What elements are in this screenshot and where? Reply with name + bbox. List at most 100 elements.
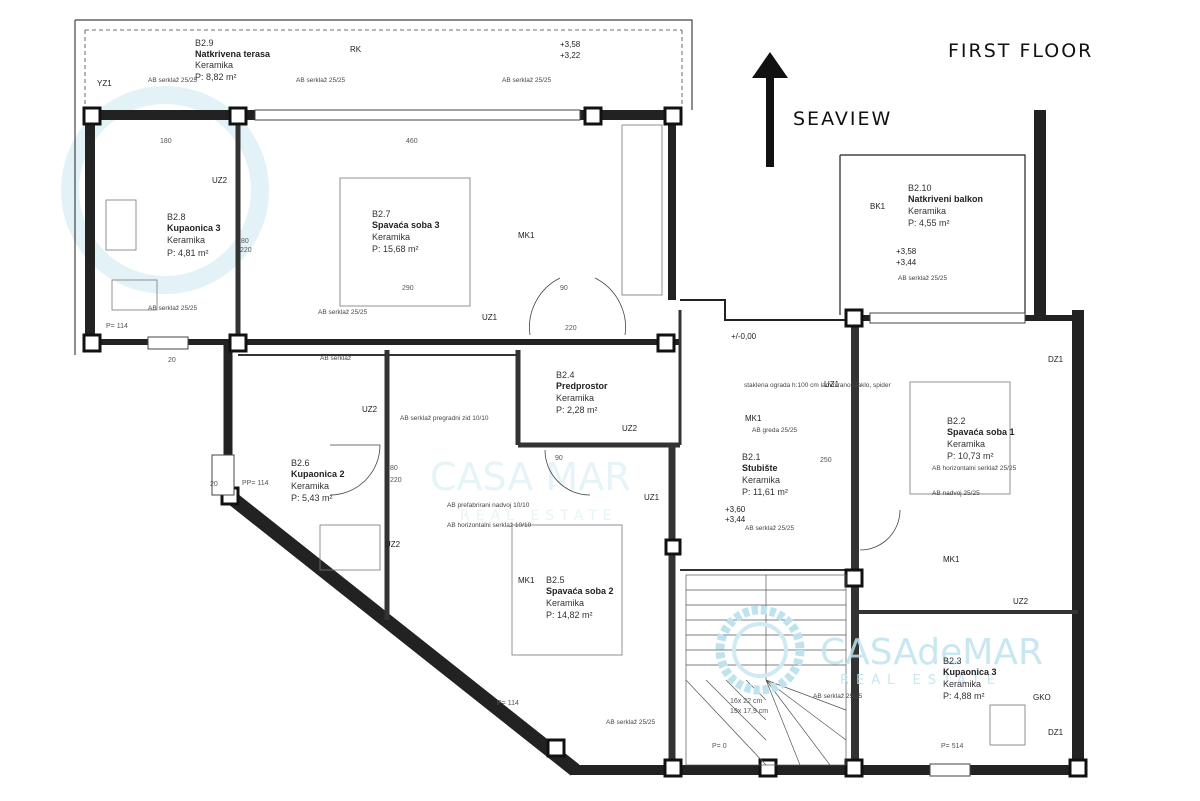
columns bbox=[82, 106, 1088, 778]
svg-text:P: 2,28 m²: P: 2,28 m² bbox=[556, 405, 598, 415]
svg-text:AB horizontalni serklaž 25/25: AB horizontalni serklaž 25/25 bbox=[932, 465, 1017, 472]
svg-text:Spavaća soba 3: Spavaća soba 3 bbox=[372, 220, 440, 230]
tag: YZ1 bbox=[97, 79, 112, 88]
tag: UZ2 bbox=[212, 176, 228, 185]
svg-text:PP= 114: PP= 114 bbox=[242, 480, 269, 487]
svg-text:Kupaonica 2: Kupaonica 2 bbox=[291, 469, 345, 479]
tag: MK1 bbox=[745, 414, 762, 423]
svg-text:20: 20 bbox=[210, 481, 218, 488]
svg-text:Spavaća soba 1: Spavaća soba 1 bbox=[947, 427, 1015, 437]
room-b2-6: B2.6 Kupaonica 2 Keramika P: 5,43 m² bbox=[291, 458, 345, 503]
windows bbox=[147, 109, 1026, 777]
tag: UZ1 bbox=[482, 313, 498, 322]
room-b2-8: B2.8 Kupaonica 3 Keramika P: 4,81 m² bbox=[167, 212, 221, 258]
svg-text:staklena ograda h:100 cm lamin: staklena ograda h:100 cm laminirano stak… bbox=[744, 382, 892, 389]
tag: UZ2 bbox=[622, 424, 638, 433]
svg-text:Keramika: Keramika bbox=[742, 475, 780, 485]
room-b2-9: B2.9 Natkrivena terasa Keramika P: 8,82 … bbox=[195, 38, 271, 82]
tag: BK1 bbox=[870, 202, 886, 211]
svg-text:Keramika: Keramika bbox=[167, 235, 205, 245]
svg-text:Natkriveni balkon: Natkriveni balkon bbox=[908, 194, 983, 204]
svg-text:P: 14,82 m²: P: 14,82 m² bbox=[546, 610, 593, 620]
svg-text:B2.2: B2.2 bbox=[947, 416, 966, 426]
svg-text:AB serklaž 25/25: AB serklaž 25/25 bbox=[148, 77, 198, 84]
svg-text:P: 15,68 m²: P: 15,68 m² bbox=[372, 244, 419, 254]
tag: DZ1 bbox=[1048, 728, 1064, 737]
svg-text:B2.5: B2.5 bbox=[546, 575, 565, 585]
room-b2-3: B2.3 Kupaonica 3 Keramika P: 4,88 m² bbox=[943, 656, 997, 701]
svg-text:Keramika: Keramika bbox=[195, 60, 233, 70]
svg-text:+3,58: +3,58 bbox=[896, 247, 917, 256]
svg-text:B2.7: B2.7 bbox=[372, 209, 391, 219]
svg-text:+/-0,00: +/-0,00 bbox=[731, 332, 757, 341]
tag: UZ2 bbox=[1013, 597, 1029, 606]
svg-text:B2.9: B2.9 bbox=[195, 38, 214, 48]
svg-text:+3,58: +3,58 bbox=[560, 40, 581, 49]
svg-text:+3,44: +3,44 bbox=[725, 515, 746, 524]
north-arrow-icon bbox=[752, 52, 788, 167]
svg-text:AB serklaž 25/25: AB serklaž 25/25 bbox=[898, 275, 948, 282]
svg-text:Natkrivena terasa: Natkrivena terasa bbox=[195, 49, 271, 59]
svg-text:AB serklaž 25/25: AB serklaž 25/25 bbox=[318, 309, 368, 316]
watermark-brand: CASAdeMAR bbox=[820, 632, 1043, 673]
room-b2-4: B2.4 Predprostor Keramika P: 2,28 m² bbox=[556, 370, 608, 415]
svg-text:Keramika: Keramika bbox=[556, 393, 594, 403]
svg-text:AB nadvoj 25/25: AB nadvoj 25/25 bbox=[932, 490, 980, 497]
svg-text:290: 290 bbox=[402, 285, 414, 292]
svg-text:P: 4,55 m²: P: 4,55 m² bbox=[908, 218, 950, 228]
svg-text:220: 220 bbox=[565, 325, 577, 332]
svg-text:+3,44: +3,44 bbox=[896, 258, 917, 267]
svg-text:+3,22: +3,22 bbox=[560, 51, 581, 60]
svg-text:20: 20 bbox=[168, 357, 176, 364]
svg-text:P: 8,82 m²: P: 8,82 m² bbox=[195, 72, 237, 82]
svg-text:AB prefabrirani nadvoj 10/10: AB prefabrirani nadvoj 10/10 bbox=[447, 502, 530, 509]
svg-text:19x 17,9 cm: 19x 17,9 cm bbox=[730, 708, 768, 715]
svg-text:+3,60: +3,60 bbox=[725, 505, 746, 514]
svg-text:80: 80 bbox=[241, 238, 249, 245]
svg-text:AB serklaž: AB serklaž bbox=[320, 355, 351, 362]
interior-walls bbox=[235, 115, 1078, 770]
tag: GKO bbox=[1033, 693, 1051, 702]
svg-text:P: 11,61 m²: P: 11,61 m² bbox=[742, 487, 788, 497]
svg-text:Keramika: Keramika bbox=[291, 481, 329, 491]
svg-text:B2.1: B2.1 bbox=[742, 452, 761, 462]
watermark-logo: CASAdeMAR REAL ESTATE bbox=[715, 605, 1043, 695]
svg-text:P= 514: P= 514 bbox=[941, 743, 963, 750]
tag: RK bbox=[350, 45, 362, 54]
svg-text:Keramika: Keramika bbox=[947, 439, 985, 449]
svg-text:180: 180 bbox=[160, 138, 172, 145]
svg-text:460: 460 bbox=[406, 138, 418, 145]
svg-text:P: 4,88 m²: P: 4,88 m² bbox=[943, 691, 985, 701]
element-tags: YZ1 RK UZ2 MK1 UZ1 BK1 UZ2 UZ1 DZ1 MK1 U… bbox=[97, 45, 1064, 737]
svg-text:P: 5,43 m²: P: 5,43 m² bbox=[291, 493, 333, 503]
svg-text:AB serklaž 25/25: AB serklaž 25/25 bbox=[606, 719, 656, 726]
svg-text:Keramika: Keramika bbox=[546, 598, 584, 608]
svg-text:90: 90 bbox=[555, 455, 563, 462]
room-b2-7: B2.7 Spavaća soba 3 Keramika P: 15,68 m² bbox=[372, 209, 440, 254]
room-b2-5: B2.5 Spavaća soba 2 Keramika P: 14,82 m² bbox=[546, 575, 614, 620]
room-b2-1: B2.1 Stubište Keramika P: 11,61 m² bbox=[742, 452, 788, 497]
page-title: FIRST FLOOR bbox=[948, 40, 1093, 62]
orientation-label: SEAVIEW bbox=[793, 108, 892, 130]
level-marks: +3,58 +3,22 +3,58 +3,44 +/-0,00 +3,60 +3… bbox=[560, 40, 917, 524]
annotation-notes: AB serklaž 25/25 AB serklaž 25/25 AB ser… bbox=[148, 77, 1017, 726]
room-b2-2: B2.2 Spavaća soba 1 Keramika P: 10,73 m² bbox=[947, 416, 1015, 461]
tag: MK1 bbox=[943, 555, 960, 564]
svg-text:P= 114: P= 114 bbox=[106, 323, 128, 330]
svg-text:Predprostor: Predprostor bbox=[556, 381, 608, 391]
watermark-tagline: REAL ESTATE bbox=[840, 673, 1002, 688]
tag: UZ1 bbox=[824, 380, 840, 389]
svg-text:250: 250 bbox=[820, 457, 832, 464]
watermark-faint-brand: CASA MAR bbox=[430, 455, 631, 499]
svg-text:AB horizontalni serklaž 10/10: AB horizontalni serklaž 10/10 bbox=[447, 522, 532, 529]
svg-text:Keramika: Keramika bbox=[372, 232, 410, 242]
svg-text:AB serklaž 25/25: AB serklaž 25/25 bbox=[502, 77, 552, 84]
svg-text:P= 0: P= 0 bbox=[712, 743, 727, 750]
tag: UZ2 bbox=[362, 405, 378, 414]
svg-text:AB serklaž 25/25: AB serklaž 25/25 bbox=[148, 305, 198, 312]
tag: MK1 bbox=[518, 576, 535, 585]
door-swings bbox=[329, 277, 901, 551]
svg-text:B2.6: B2.6 bbox=[291, 458, 310, 468]
svg-text:B2.3: B2.3 bbox=[943, 656, 962, 666]
